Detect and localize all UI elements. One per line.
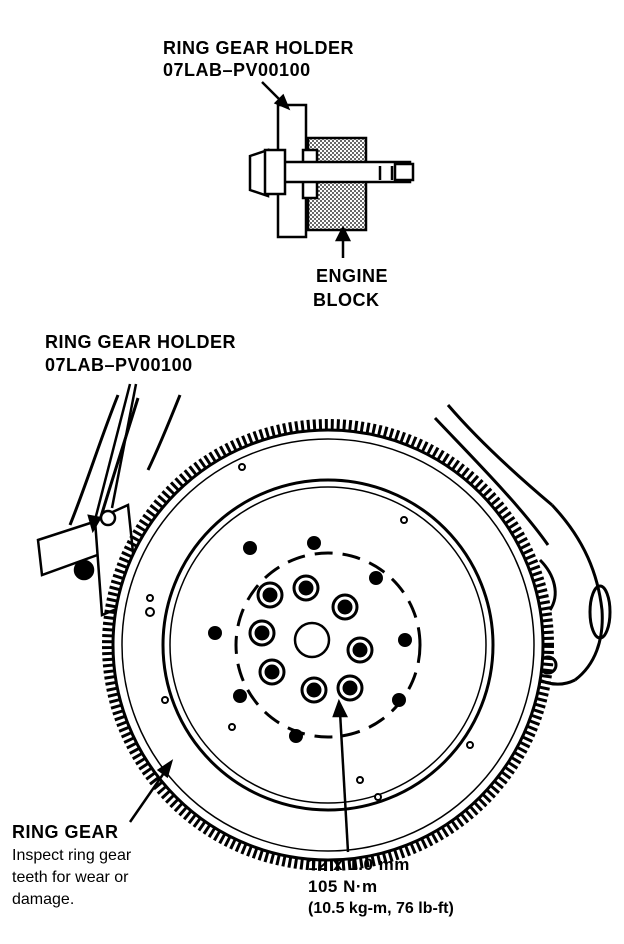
ring-gear-note-line3: damage. [12, 891, 75, 908]
holder-bolt-tip [393, 162, 415, 182]
engine-block-label-line2: BLOCK [313, 290, 380, 310]
flywheel-bolts [248, 574, 374, 704]
engine-housing-outline [68, 394, 612, 686]
top-holder-part-number: 07LAB–PV00100 [163, 60, 311, 80]
ring-gear-note-line1: Inspect ring gear [12, 847, 132, 864]
ring-gear-holder-tool [36, 503, 140, 617]
side-holder-part-number: 07LAB–PV00100 [45, 355, 193, 375]
crankshaft-pilot [293, 621, 331, 659]
top-holder-name: RING GEAR HOLDER [163, 38, 355, 58]
ring-gear-title: RING GEAR [12, 822, 119, 842]
bolt-size-spec: 12 x 1.0 mm [308, 855, 410, 874]
leader-lines-main [87, 383, 350, 853]
clutch-bolt-circle [234, 551, 422, 739]
bolt-torque-spec: 105 N·m [308, 877, 378, 896]
flywheel-face [161, 478, 495, 812]
ring-gear-teeth [102, 419, 554, 871]
leader-lines-top [261, 81, 352, 258]
holder-detail-inset [248, 103, 415, 239]
bolt-torque-alt-spec: (10.5 kg-m, 76 lb-ft) [308, 900, 454, 917]
holder-bolt-head [248, 148, 270, 198]
ring-gear-note-line2: teeth for wear or [12, 869, 129, 886]
engine-block-label-line1: ENGINE [316, 266, 389, 286]
side-holder-name: RING GEAR HOLDER [45, 332, 237, 352]
holder-nut [263, 148, 287, 196]
flywheel [102, 419, 554, 871]
